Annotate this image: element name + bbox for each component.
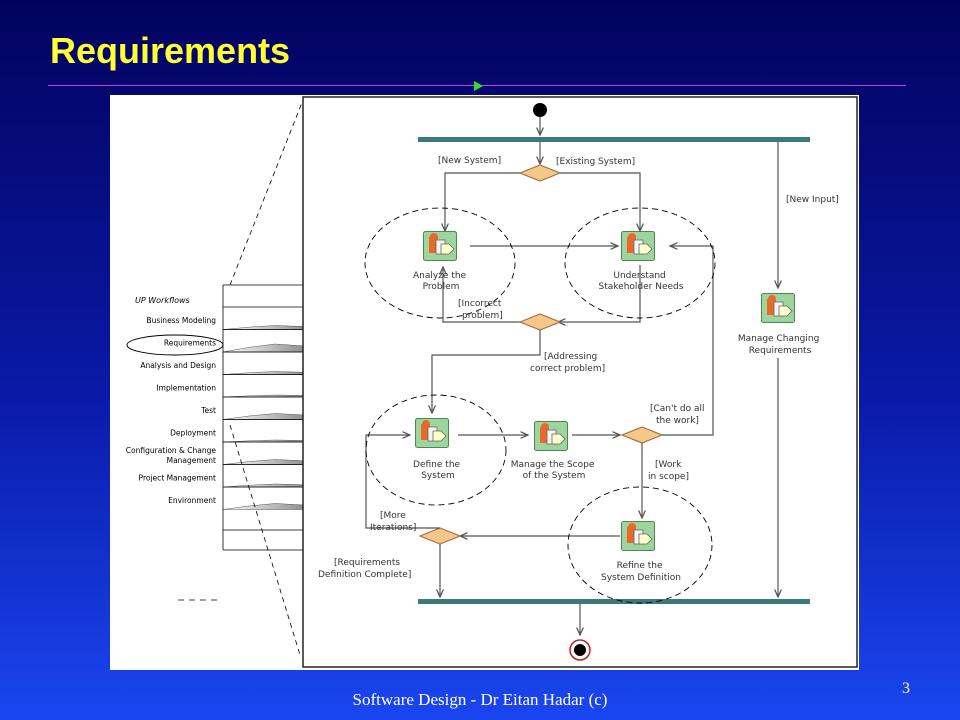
define-label: Define the System <box>413 460 463 481</box>
refine-activity-icon <box>621 521 655 551</box>
workflow-label: Environment <box>168 496 216 505</box>
requirements-highlight <box>126 334 224 356</box>
decision-iteration <box>418 527 462 545</box>
define-activity-icon <box>415 418 449 448</box>
understand-label: Understand Stakeholder Needs <box>599 271 684 292</box>
decision-problem <box>518 313 562 331</box>
guard-incorrect-problem: [Incorrect problem] <box>458 299 504 321</box>
workflow-activity-shape <box>222 483 311 488</box>
workflow-activity-shape <box>222 413 311 420</box>
workflow-activity-shape <box>222 503 311 510</box>
workflow-label: Business Modeling <box>146 316 216 325</box>
ellipse-analyze <box>364 207 516 319</box>
workflow-activity-shape <box>222 371 311 375</box>
analyze-label: Analyze the Problem <box>413 271 469 292</box>
workflow-label: Deployment <box>170 429 216 438</box>
manage-scope-activity-icon <box>534 421 568 451</box>
zoom-line-bottom <box>229 424 301 656</box>
slide-number: 3 <box>902 680 910 697</box>
guard-requirements-complete: [Requirements Definition Complete] <box>318 558 411 580</box>
slide-title: Requirements <box>50 30 291 71</box>
guard-existing-system: [Existing System] <box>556 157 635 167</box>
initial-node <box>533 103 547 117</box>
guard-new-system: [New System] <box>438 156 501 166</box>
activity-diagram-frame <box>302 96 858 668</box>
manage-scope-label: Manage the Scope of the System <box>511 460 598 481</box>
fork-bar-top <box>418 137 810 142</box>
workflow-label: Analysis and Design <box>140 361 216 370</box>
analyze-activity-icon <box>423 231 457 261</box>
workflows-title: UP Workflows <box>135 296 190 305</box>
guard-cant-do-all: [Can't do all the work] <box>650 404 707 426</box>
workflow-label: Project Management <box>139 474 217 483</box>
manage-changing-label: Manage Changing Requirements <box>738 334 822 356</box>
manage-changing-activity-icon <box>761 293 795 323</box>
zoom-line-top <box>229 99 304 286</box>
ellipse-define <box>365 394 507 506</box>
divider-arrow-icon <box>474 81 483 91</box>
guard-new-input: [New Input] <box>786 195 839 205</box>
workflow-activity-shape <box>222 459 311 465</box>
workflow-activity-shape <box>222 325 311 330</box>
workflow-label: Test <box>200 406 216 415</box>
understand-activity-icon <box>621 231 655 261</box>
guard-addressing: [Addressing correct problem] <box>530 352 605 374</box>
up-workflows-panel: UP Workflows Business ModelingRequiremen… <box>126 99 311 656</box>
workflow-label: Requirements <box>164 339 216 348</box>
activity-diagram <box>364 103 810 661</box>
guard-work-in-scope: [Work in scope] <box>648 460 689 482</box>
ellipse-understand <box>564 207 716 319</box>
join-bar-bottom <box>418 599 810 604</box>
workflow-label: Implementation <box>156 384 216 393</box>
refine-label: Refine the System Definition <box>601 561 681 583</box>
guard-more-iterations: [More Iterations] <box>370 511 416 533</box>
ellipse-refine <box>567 486 713 604</box>
workflow-activity-shape <box>222 343 311 353</box>
slide-footer: Software Design - Dr Eitan Hadar (c) <box>352 690 608 709</box>
